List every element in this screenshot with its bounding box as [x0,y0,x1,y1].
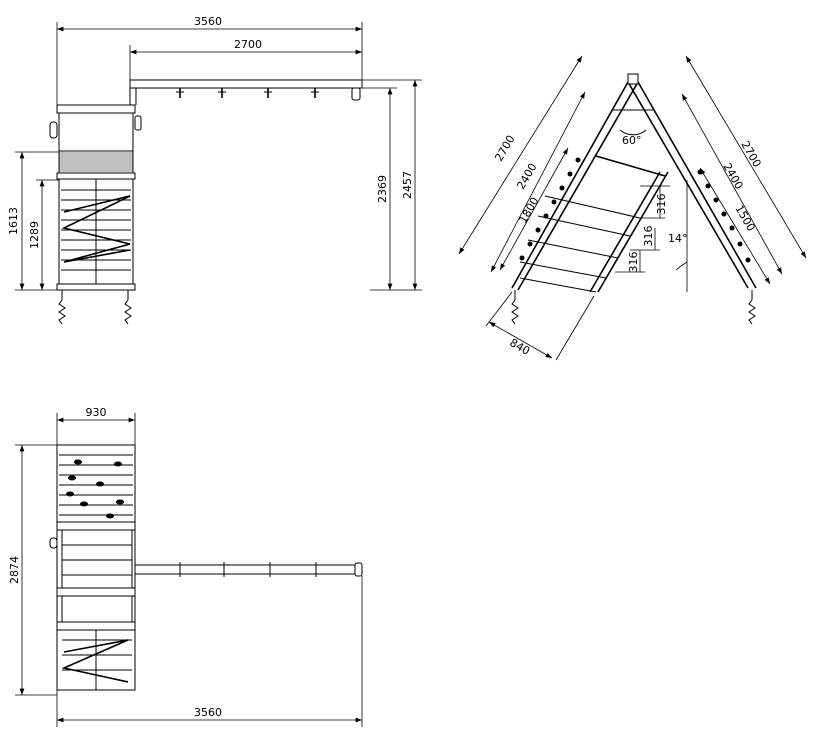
dimension-wall-height: 1289 [28,179,59,290]
dimension-label: 1800 [516,195,541,226]
dimension-label: 2457 [401,171,414,199]
incline-angle: 14° [668,180,688,292]
tower [49,104,142,325]
dimension-label: 2874 [8,556,21,584]
dimension-beam-height-outer: 2457 [362,79,422,290]
front-view: 3560 2700 [7,15,422,325]
dimension-label: 2700 [234,38,262,51]
swing-beam [129,79,363,105]
dimension-label: 930 [86,406,107,419]
side-view: 60° 2700 2400 1800 2700 2400 1500 [458,55,807,361]
top-view: 930 [8,406,363,727]
dimension-label: 2700 [492,133,517,164]
dimension-label: 840 [507,336,532,358]
dimension-label: 1289 [28,221,41,249]
dimension-label: 316 [627,252,640,273]
dimension-beam-height-inner: 2369 [362,87,422,291]
dimension-label: 3560 [194,706,222,719]
swing-beam-top [134,562,363,577]
tower-top [49,444,136,691]
dimension-label: 2400 [720,161,745,192]
dimension-label: 1613 [7,207,20,235]
slide-grating [58,150,134,174]
dimension-beam-length: 2700 [129,38,362,80]
climbing-holds [66,459,124,519]
dimension-label: 316 [655,194,668,215]
dimension-leg-left: 2700 [458,55,583,255]
dimension-label: 3560 [194,15,222,28]
angle-label-incline: 14° [668,232,688,245]
dimension-overall-depth: 2874 [8,444,57,696]
dimension-overall-width-top: 3560 [56,576,363,727]
dimension-label: 2369 [376,175,389,203]
dimension-overall-width: 3560 [56,15,363,105]
dimension-ladder-width: 840 [485,291,595,361]
dimension-label: 1500 [732,203,757,234]
dimension-tower-width: 930 [56,406,136,445]
dimension-label: 2700 [738,139,763,170]
angle-label-apex: 60° [622,134,642,147]
dimension-platform-height: 1613 [7,151,59,291]
dimension-label: 316 [642,226,655,247]
dimension-rung-spacing: 316 316 316 [615,185,670,273]
